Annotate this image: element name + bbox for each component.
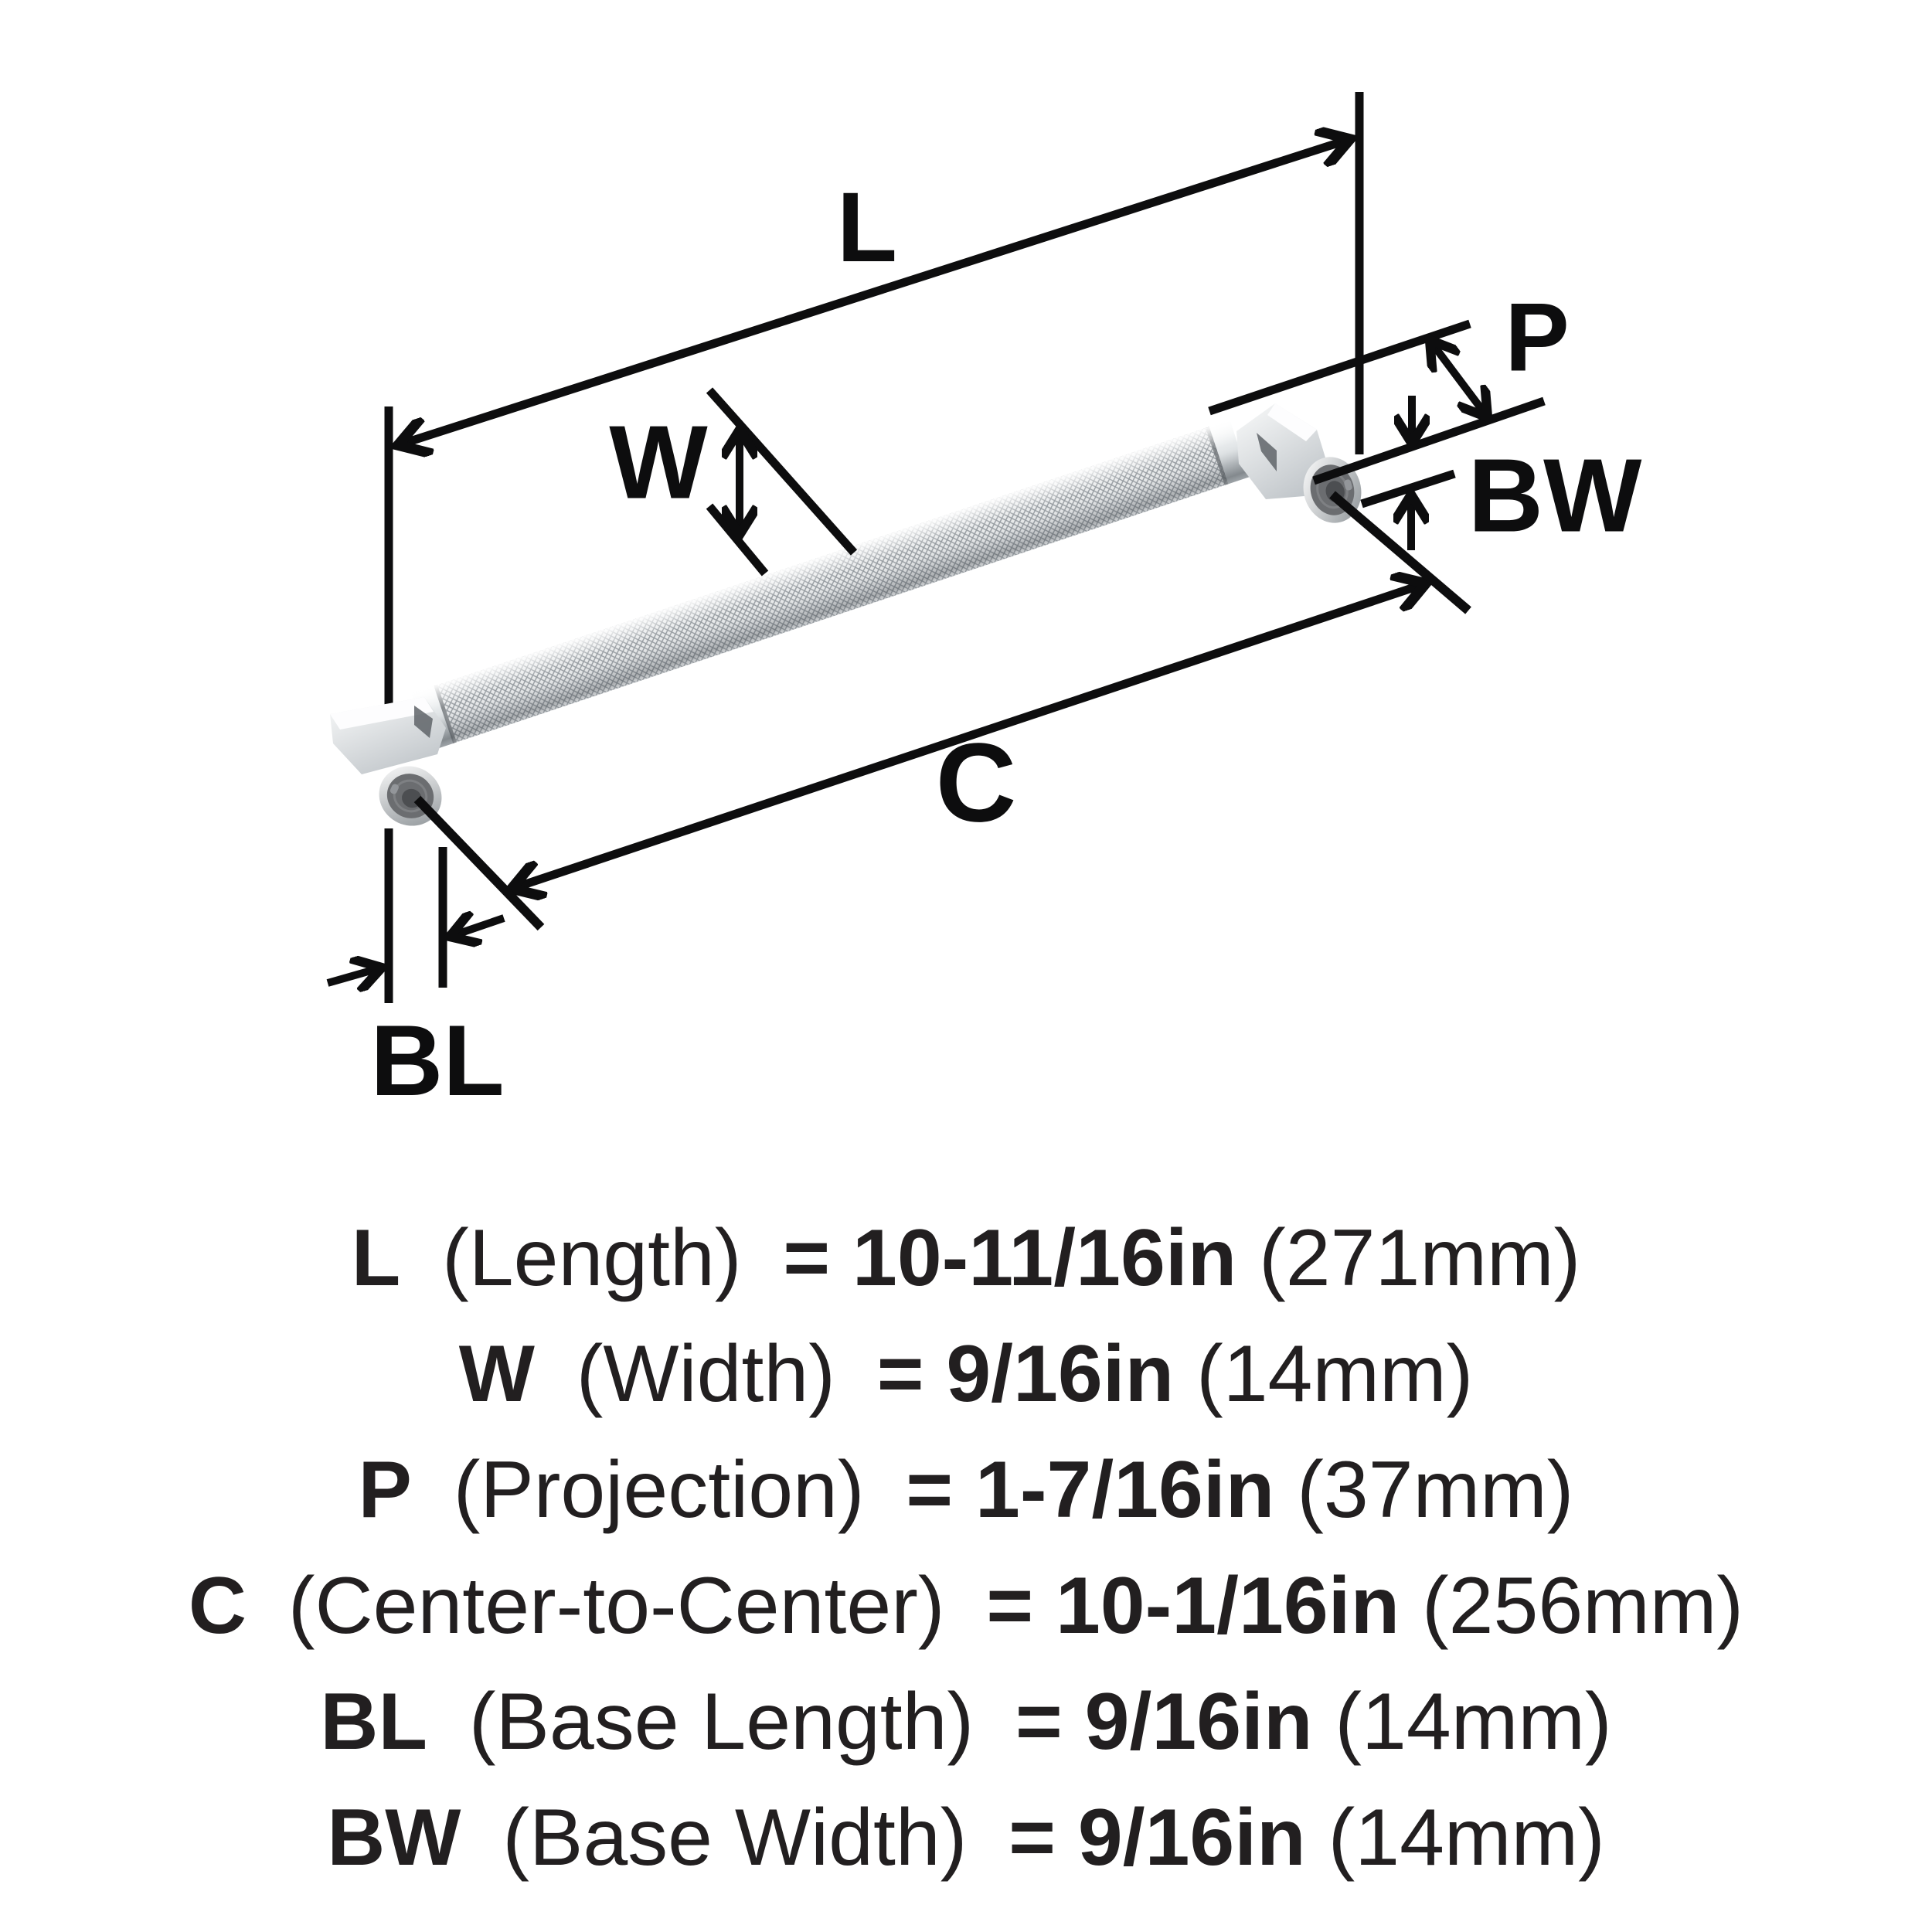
spec-label: (Width): [576, 1329, 835, 1419]
bracket-left-notch: [414, 706, 433, 738]
spec-line-center-to-center: C (Center-to-Center) = 10-1/16in (256mm): [0, 1548, 1932, 1664]
post-right-keyway: [1344, 479, 1352, 491]
handle-bar: [412, 420, 1250, 751]
spec-line-length: L (Length) = 10-11/16in (271mm): [0, 1200, 1932, 1316]
dimension-label-length: L: [836, 172, 898, 283]
spec-value: = 1-7/16in: [906, 1445, 1275, 1535]
spec-label: (Base Width): [502, 1793, 968, 1883]
spec-value: = 9/16in: [1009, 1793, 1306, 1883]
spec-code: L: [351, 1213, 401, 1303]
spec-code: C: [188, 1561, 247, 1651]
spec-value: = 9/16in: [1015, 1677, 1313, 1767]
spec-value: = 9/16in: [876, 1329, 1175, 1419]
spec-label: (Length): [442, 1213, 742, 1303]
bar-shading: [412, 420, 1250, 751]
spec-metric: (14mm): [1196, 1329, 1474, 1419]
spec-label: (Projection): [453, 1445, 865, 1535]
spec-code: BW: [327, 1793, 461, 1883]
spec-metric: (14mm): [1335, 1677, 1612, 1767]
spec-code: W: [458, 1329, 535, 1419]
dimension-label-width: W: [609, 403, 708, 521]
spec-metric: (14mm): [1328, 1793, 1605, 1883]
dimension-line-length: [398, 139, 1350, 445]
bracket-left-top-face: [330, 697, 434, 730]
spec-value: = 10-11/16in: [783, 1213, 1237, 1303]
dimension-label-center-to-center: C: [935, 719, 1017, 845]
bracket-left: [330, 697, 446, 774]
base-length-arrow-left: [326, 968, 382, 983]
spec-code: P: [358, 1445, 412, 1535]
spec-metric: (271mm): [1259, 1213, 1581, 1303]
spec-line-base-length: BL (Base Length) = 9/16in (14mm): [0, 1664, 1932, 1780]
spec-line-base-width: BW (Base Width) = 9/16in (14mm): [0, 1780, 1932, 1896]
dimension-label-base-width: BW: [1468, 437, 1642, 554]
screw-axis-right: [1329, 491, 1471, 614]
spec-label: (Center-to-Center): [287, 1561, 945, 1651]
width-tick-upper: [706, 387, 858, 556]
spec-code: BL: [320, 1677, 427, 1767]
spec-label: (Base Length): [468, 1677, 975, 1767]
spec-metric: (256mm): [1422, 1561, 1744, 1651]
spec-list: L (Length) = 10-11/16in (271mm) W (Width…: [0, 1200, 1932, 1896]
base-length-arrow-right: [450, 918, 505, 937]
spec-line-projection: P (Projection) = 1-7/16in (37mm): [0, 1432, 1932, 1548]
screw-axis-left: [413, 795, 545, 931]
spec-line-width: W (Width) = 9/16in (14mm): [0, 1316, 1932, 1432]
dimension-line-center-to-center: [512, 583, 1426, 889]
post-left-keyway: [389, 784, 399, 794]
projection-arrow: [1430, 340, 1488, 417]
dimension-label-projection: P: [1505, 284, 1570, 392]
dimension-label-base-length: BL: [370, 1004, 505, 1117]
projection-line-upper: [1208, 319, 1471, 416]
spec-metric: (37mm): [1297, 1445, 1574, 1535]
spec-value: = 10-1/16in: [986, 1561, 1400, 1651]
